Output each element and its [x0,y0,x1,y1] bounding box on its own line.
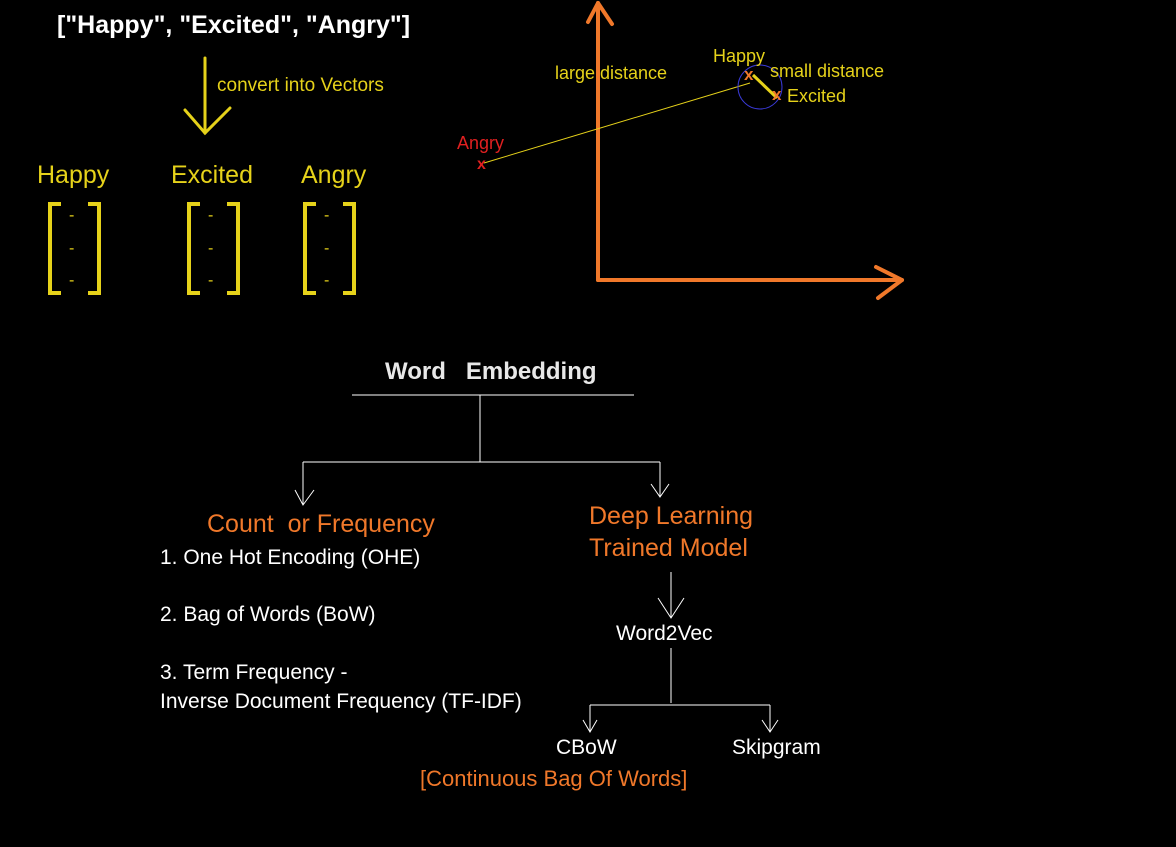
point-marker-angry: x [477,156,486,173]
convert-label: convert into Vectors [217,75,384,96]
vector-bracket-angry [303,202,356,295]
tree-root-title: Word Embedding [385,358,597,385]
method-item: 3. Term Frequency - [160,661,348,684]
vector-cell: - [208,207,214,224]
convert-arrow [183,56,232,136]
word2vec-node: Word2Vec [616,622,713,645]
vector-bracket-happy [48,202,101,295]
vector-cell: - [69,240,75,257]
vector-cell: - [69,272,75,289]
point-label-angry: Angry [457,133,505,153]
cbow-expansion: [Continuous Bag Of Words] [420,766,688,791]
point-label-happy: Happy [713,46,766,66]
method-item: 1. One Hot Encoding (OHE) [160,546,421,569]
vector-bracket-excited [187,202,240,295]
method-item: 2. Bag of Words (BoW) [160,603,376,626]
vector-cell: - [208,240,214,257]
plot-axes [586,1,904,300]
point-marker-excited: x [772,85,782,104]
vector-label-angry: Angry [301,161,367,189]
small-distance-circle [737,64,783,110]
deep-learning-title-line1: Deep Learning [589,502,754,530]
vector-angry: - - - [300,201,360,297]
vector-cell: - [69,207,75,224]
skipgram-node: Skipgram [732,736,821,759]
vector-cell: - [208,272,214,289]
vector-cell: - [324,272,330,289]
word-list: ["Happy", "Excited", "Angry"] [57,11,411,39]
count-frequency-title: Count or Frequency [207,510,435,538]
cbow-node: CBoW [556,736,617,759]
small-distance-line [751,73,779,100]
small-distance-label: small distance [770,61,885,81]
method-item: Inverse Document Frequency (TF-IDF) [160,690,522,713]
vector-label-excited: Excited [171,161,253,189]
vector-excited: - - - [184,201,244,297]
vector-label-happy: Happy [37,161,110,189]
vector-happy: - - - [45,201,105,297]
tree-lines [294,394,779,733]
point-marker-happy: x [744,65,754,84]
large-distance-line [483,82,751,164]
deep-learning-title-line2: Trained Model [589,534,748,562]
point-label-excited: Excited [787,86,847,106]
vector-cell: - [324,240,330,257]
large-distance-label: large distance [555,63,668,83]
vector-cell: - [324,207,330,224]
